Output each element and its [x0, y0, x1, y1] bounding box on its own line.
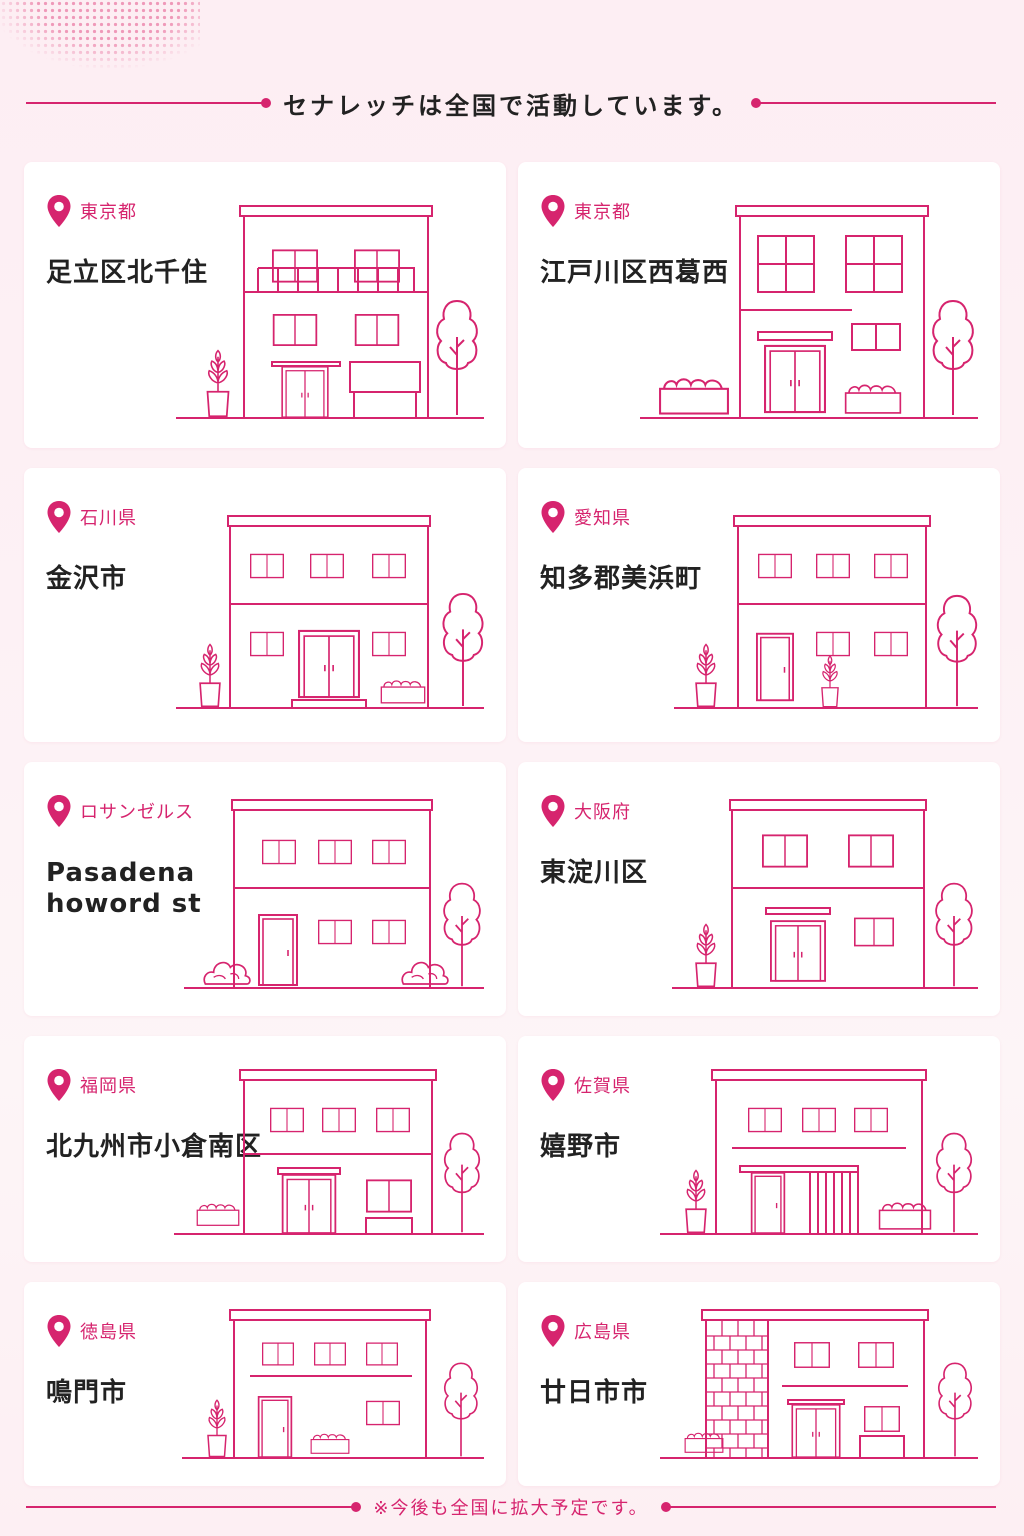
city-name: 金沢市 [46, 564, 128, 594]
city-name: 廿日市市 [540, 1378, 649, 1408]
city-name: 北九州市小倉南区 [46, 1132, 263, 1162]
location-card: 広島県 廿日市市 [518, 1282, 1000, 1486]
house-illustration [182, 1309, 484, 1459]
house-illustration [176, 515, 484, 709]
city-name: 足立区北千住 [46, 258, 209, 288]
location-prefecture: 石川県 [46, 500, 137, 534]
location-card: 東京都 江戸川区西葛西 [518, 162, 1000, 448]
house-illustration [640, 205, 978, 419]
location-prefecture: 徳島県 [46, 1314, 137, 1348]
location-prefecture: 東京都 [46, 194, 137, 228]
house-illustration [176, 205, 484, 419]
location-card: ロサンゼルス Pasadena howord st [24, 762, 506, 1016]
prefecture-label: 大阪府 [574, 802, 631, 823]
house-illustration [660, 1069, 978, 1235]
prefecture-label: 石川県 [80, 508, 137, 529]
house-illustration [174, 1069, 484, 1235]
location-prefecture: 愛知県 [540, 500, 631, 534]
prefecture-label: 福岡県 [80, 1076, 137, 1097]
city-name: Pasadena howord st [46, 858, 202, 919]
location-card: 徳島県 鳴門市 [24, 1282, 506, 1486]
divider-line-left [26, 98, 272, 108]
page-title: セナレッチは全国で活動しています。 [283, 91, 739, 120]
prefecture-label: 佐賀県 [574, 1076, 631, 1097]
city-name: 嬉野市 [540, 1132, 622, 1162]
house-illustration [184, 799, 484, 989]
prefecture-label: 愛知県 [574, 508, 631, 529]
expansion-note: ※今後も全国に拡大予定です。 [373, 1498, 649, 1519]
city-name: 知多郡美浜町 [540, 564, 703, 594]
house-illustration [660, 1309, 978, 1459]
prefecture-label: ロサンゼルス [80, 802, 194, 823]
location-prefecture: 佐賀県 [540, 1068, 631, 1102]
location-card: 東京都 足立区北千住 [24, 162, 506, 448]
decorative-dot-pattern [0, 0, 200, 70]
house-illustration [672, 799, 978, 989]
section-header: セナレッチは全国で活動しています。 [26, 88, 997, 120]
divider-line-right [750, 98, 997, 108]
location-card: 福岡県 北九州市小倉南区 [24, 1036, 506, 1262]
prefecture-label: 東京都 [574, 202, 631, 223]
location-card: 佐賀県 嬉野市 [518, 1036, 1000, 1262]
city-name: 鳴門市 [46, 1378, 128, 1408]
location-card: 石川県 金沢市 [24, 468, 506, 742]
location-prefecture: 広島県 [540, 1314, 631, 1348]
location-prefecture: 福岡県 [46, 1068, 137, 1102]
location-card: 愛知県 知多郡美浜町 [518, 468, 1000, 742]
location-prefecture: 大阪府 [540, 794, 631, 828]
location-prefecture: 東京都 [540, 194, 631, 228]
location-grid: 東京都 足立区北千住 東京都 江戸川 [24, 162, 1000, 1486]
prefecture-label: 東京都 [80, 202, 137, 223]
prefecture-label: 徳島県 [80, 1322, 137, 1343]
divider-line-right [660, 1502, 996, 1512]
city-name: 江戸川区西葛西 [540, 258, 730, 288]
prefecture-label: 広島県 [574, 1322, 631, 1343]
divider-line-left [26, 1502, 362, 1512]
city-name: 東淀川区 [540, 858, 649, 888]
location-prefecture: ロサンゼルス [46, 794, 194, 828]
house-illustration [674, 515, 978, 709]
location-card: 大阪府 東淀川区 [518, 762, 1000, 1016]
section-footer: ※今後も全国に拡大予定です。 [26, 1492, 996, 1522]
